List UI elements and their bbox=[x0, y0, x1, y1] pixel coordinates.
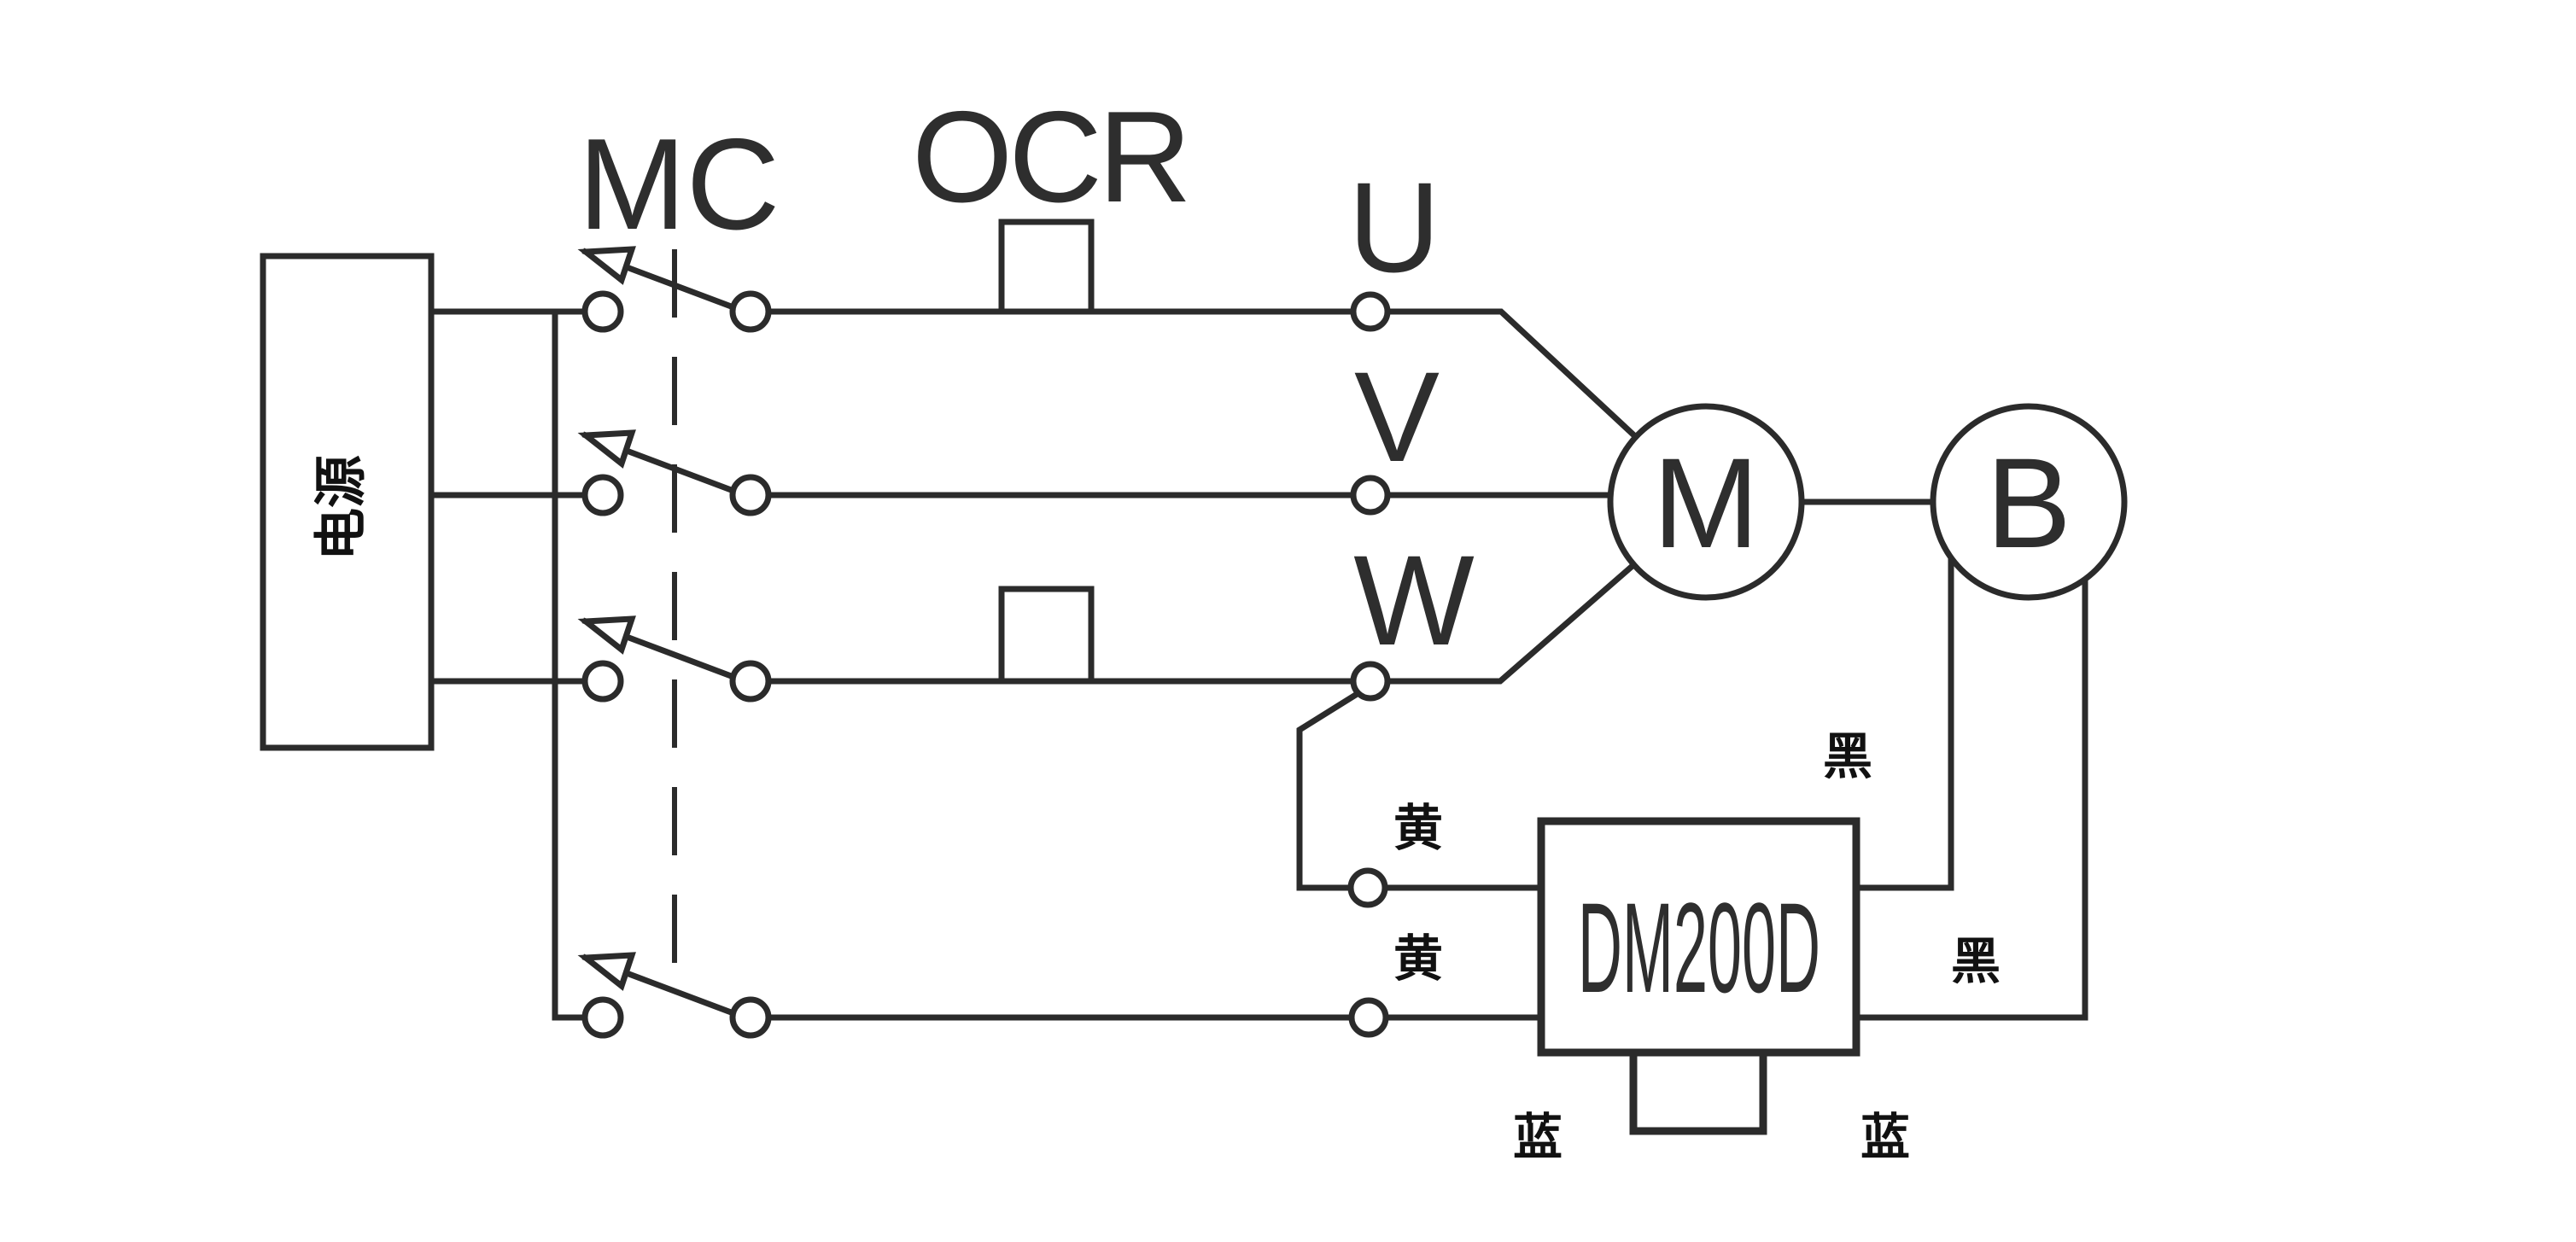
ocr-heater-u bbox=[998, 219, 1095, 315]
motor-label: M bbox=[1653, 431, 1760, 574]
mc-pole-arm-w bbox=[577, 615, 738, 681]
black-wire-lower-segment bbox=[1853, 575, 2088, 1021]
rectifier-label: DM200D bbox=[1578, 876, 1820, 1019]
terminal-w-label: W bbox=[1353, 528, 1475, 672]
mc-arrowhead-u bbox=[577, 246, 636, 285]
phase-u-wire-right bbox=[1384, 308, 1640, 441]
mc-arrowhead-brake bbox=[577, 952, 636, 991]
terminal-v-label: V bbox=[1354, 345, 1440, 488]
mc-contact-w-left bbox=[581, 660, 624, 703]
brake-label: B bbox=[1986, 431, 2071, 574]
mc-pole-arm-v bbox=[577, 429, 738, 495]
yellow-wire-upper-label: 黄 bbox=[1393, 801, 1443, 856]
yellow-terminal-lower-circle bbox=[1348, 997, 1389, 1038]
mc-contact-brake-right bbox=[729, 996, 772, 1039]
mc-pole-arm-brake bbox=[577, 952, 738, 1018]
black-wire-upper-label: 黑 bbox=[1823, 729, 1872, 784]
black-wire-lower-label: 黑 bbox=[1951, 934, 2001, 989]
terminal-v-circle bbox=[1350, 475, 1391, 516]
rectifier-tab bbox=[1629, 1048, 1767, 1135]
motor-circle bbox=[1607, 403, 1805, 601]
mc-contact-u-left bbox=[581, 290, 624, 333]
rectifier-box bbox=[1537, 817, 1860, 1057]
overcurrent-relay-label: OCR bbox=[912, 85, 1188, 230]
ocr-heater-w bbox=[998, 586, 1095, 685]
w-to-rectifier-wire bbox=[1296, 689, 1363, 891]
mc-contact-v-right bbox=[729, 474, 772, 516]
power-source-box bbox=[260, 253, 435, 751]
terminal-w-circle bbox=[1350, 661, 1391, 702]
branch-bus-wire bbox=[552, 308, 588, 1021]
yellow-wire-lower-label: 黄 bbox=[1393, 931, 1443, 987]
mc-contact-w-right bbox=[729, 660, 772, 703]
terminal-u-label: U bbox=[1348, 155, 1440, 299]
phase-w-wire-right bbox=[1384, 561, 1638, 685]
black-wire-upper-segment bbox=[1853, 554, 1954, 891]
terminal-u-circle bbox=[1350, 291, 1391, 332]
mc-arrowhead-w bbox=[577, 615, 636, 655]
mc-contact-brake-left bbox=[581, 996, 624, 1039]
power-source-label: 电源 bbox=[313, 455, 371, 561]
mc-pole-arm-u bbox=[577, 246, 738, 312]
blue-wire-left-label: 蓝 bbox=[1513, 1110, 1563, 1165]
mc-contact-v-left bbox=[581, 474, 624, 516]
mc-contact-u-right bbox=[729, 290, 772, 333]
blue-wire-right-label: 蓝 bbox=[1860, 1110, 1910, 1165]
yellow-terminal-upper-circle bbox=[1347, 867, 1388, 908]
contactor-label: MC bbox=[578, 112, 780, 257]
brake-circle bbox=[1930, 403, 2128, 601]
mc-arrowhead-v bbox=[577, 429, 636, 469]
